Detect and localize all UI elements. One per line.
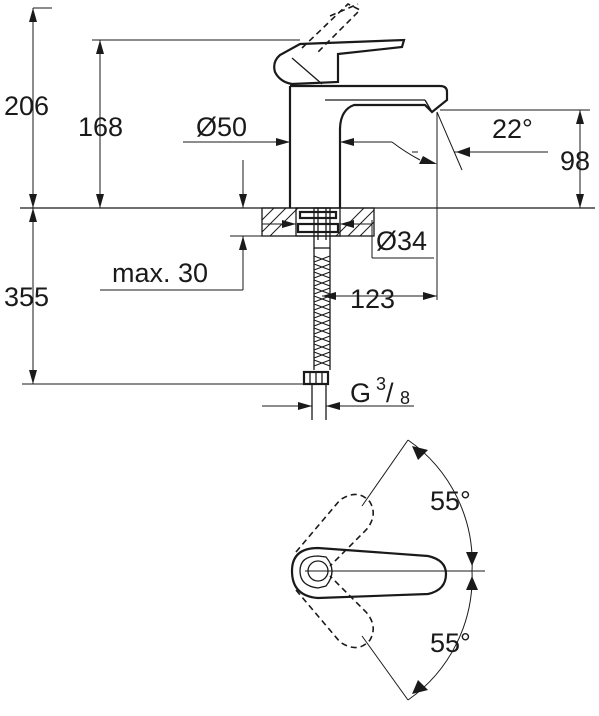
top-view: 55° 55° — [290, 439, 485, 701]
dimension-thread: G 3 / 8 — [262, 374, 414, 410]
side-view: 206 168 — [4, 3, 595, 420]
lever-left-position — [295, 493, 374, 567]
dim-206-label: 206 — [4, 91, 49, 121]
dim-123-label: 123 — [350, 284, 395, 314]
dimension-d50: Ø50 — [183, 112, 392, 146]
faucet-body — [288, 84, 449, 208]
lever-raised-outline — [301, 3, 362, 53]
dim-d50-label: Ø50 — [196, 112, 247, 142]
dimension-168: 168 — [78, 39, 300, 208]
flex-hose — [302, 248, 331, 420]
dim-angle-label: 22° — [492, 114, 533, 144]
lever-top-view — [290, 546, 448, 600]
rotation-left-label: 55° — [430, 486, 471, 516]
lever — [273, 38, 406, 86]
dimension-max30: max. 30 — [100, 160, 296, 291]
dimension-98: 98 — [440, 109, 590, 208]
dimension-355: 355 — [4, 208, 304, 385]
mounting-block — [261, 207, 375, 249]
dim-max30-label: max. 30 — [112, 258, 208, 288]
dim-168-label: 168 — [78, 112, 123, 142]
rotation-right-label: 55° — [430, 628, 471, 658]
dim-thread-num: 3 — [376, 374, 386, 394]
dim-355-label: 355 — [4, 282, 49, 312]
dim-thread-den: 8 — [400, 388, 410, 408]
dim-thread-letter: G — [350, 378, 371, 408]
dimension-206: 206 — [4, 7, 52, 208]
dimension-d34: Ø34 — [262, 220, 434, 259]
dimension-123: 123 — [322, 284, 437, 314]
dim-d34-label: Ø34 — [376, 226, 427, 256]
dim-98-label: 98 — [560, 146, 590, 176]
lever-right-position — [295, 575, 374, 649]
spout-angle: 22° — [391, 111, 548, 300]
dim-thread-slash: / — [386, 378, 394, 408]
